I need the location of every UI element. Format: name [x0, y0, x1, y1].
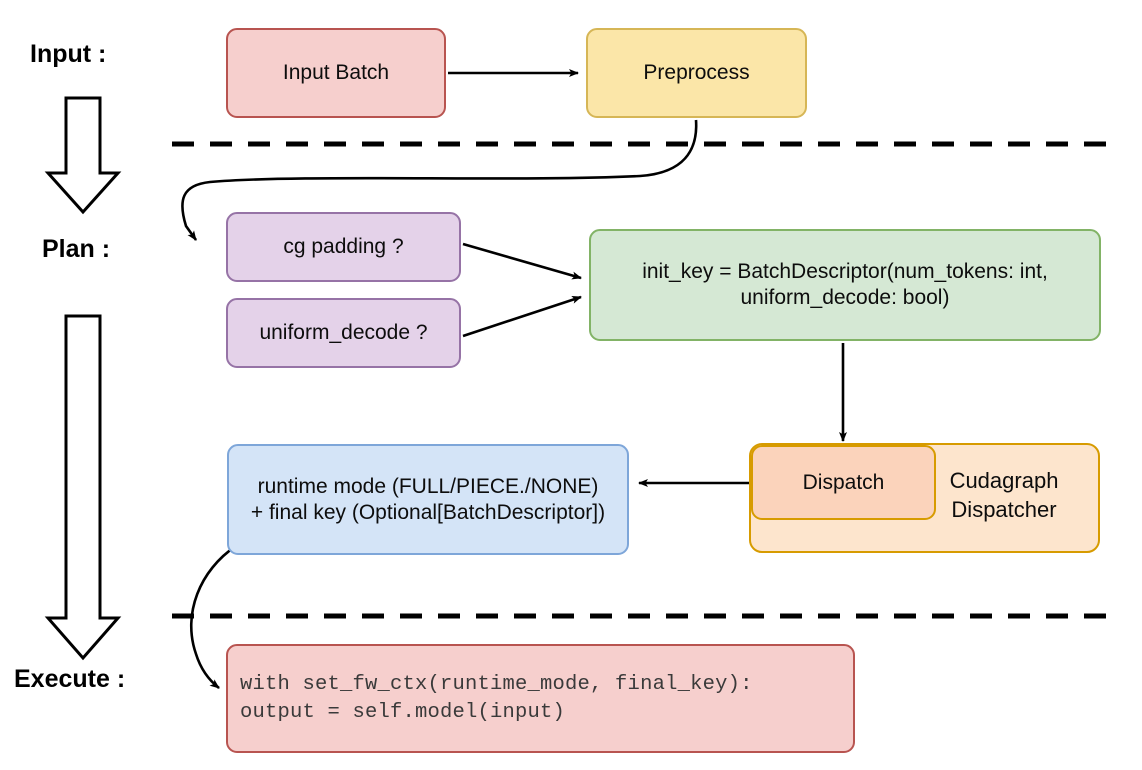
stage-label-plan: Plan : — [42, 235, 111, 263]
node-init-key[interactable]: init_key = BatchDescriptor(num_tokens: i… — [589, 229, 1101, 341]
stage-label-input: Input : — [30, 40, 107, 68]
node-dispatch[interactable]: Dispatch — [751, 445, 936, 520]
edge-cg-padding-to-init-key — [462, 242, 582, 280]
down-block-arrow-plan-to-execute — [44, 314, 122, 661]
node-preprocess[interactable]: Preprocess — [586, 28, 807, 118]
node-runtime-mode[interactable]: runtime mode (FULL/PIECE./NONE) + final … — [227, 444, 629, 555]
edge-uniform-decode-to-init-key — [462, 295, 582, 338]
stage-label-execute: Execute : — [14, 665, 126, 693]
group-cudagraph-dispatcher-title: Cudagraph Dispatcher — [949, 468, 1059, 522]
down-block-arrow-input-to-plan — [44, 96, 122, 215]
node-uniform-decode[interactable]: uniform_decode ? — [226, 298, 461, 368]
node-input-batch[interactable]: Input Batch — [226, 28, 446, 118]
node-cg-padding[interactable]: cg padding ? — [226, 212, 461, 282]
node-execute-code[interactable]: with set_fw_ctx(runtime_mode, final_key)… — [226, 644, 855, 753]
